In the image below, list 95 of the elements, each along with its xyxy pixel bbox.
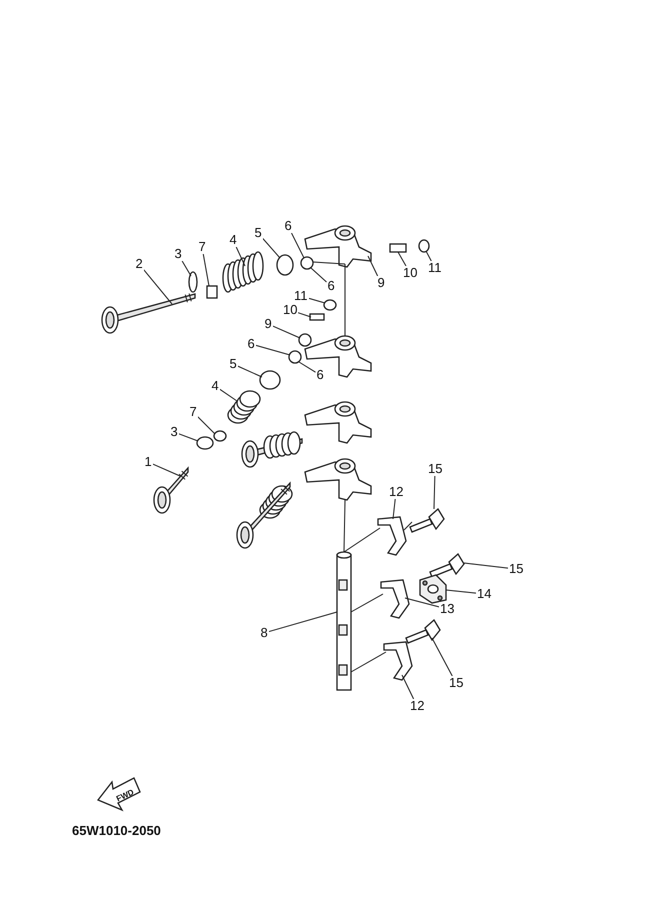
assembly-line (344, 528, 380, 552)
leader-line (446, 590, 476, 594)
callout-number: 5 (228, 357, 238, 371)
valve-cotter (213, 430, 227, 442)
callout-number: 11 (427, 261, 442, 275)
leader-line (404, 598, 440, 608)
leader-line (308, 298, 326, 304)
rocker-arm (304, 458, 372, 501)
leader-line (432, 638, 453, 676)
callout-number: 12 (409, 699, 426, 713)
callout-number: 3 (174, 247, 183, 261)
callout-number: 7 (198, 240, 207, 254)
shaft-bracket (380, 579, 410, 619)
assembly-line (350, 652, 386, 672)
leader-line (402, 674, 414, 700)
valve-spring (227, 390, 261, 424)
callout-number: 9 (376, 276, 386, 290)
bolt (405, 619, 441, 644)
plate (419, 574, 447, 604)
leader-line (262, 238, 280, 258)
leader-line (291, 232, 304, 258)
spring-retainer (259, 370, 281, 390)
callout-number: 6 (326, 279, 336, 293)
callout-number: 7 (188, 405, 198, 419)
bolt (409, 508, 445, 533)
leader-line (368, 256, 378, 276)
direction-label: FWD (114, 788, 136, 804)
valve-cap (288, 350, 302, 364)
leader-line (268, 612, 338, 632)
callout-number: 4 (228, 233, 238, 247)
leader-line (237, 366, 262, 378)
leader-line (152, 463, 180, 476)
valve-spring (222, 251, 264, 293)
leader-line (426, 250, 432, 262)
callout-number: 1 (144, 455, 153, 469)
leader-line (182, 260, 192, 276)
leader-line (197, 416, 216, 434)
callout-number: 10 (282, 303, 298, 317)
washer (188, 271, 198, 293)
leader-line (219, 388, 238, 402)
rocker-arm (304, 225, 372, 268)
callout-number: 14 (476, 587, 492, 601)
callout-number: 6 (316, 368, 325, 382)
callout-number: 3 (170, 425, 179, 439)
callout-number: 12 (388, 485, 404, 499)
leader-line (464, 562, 508, 569)
callout-number: 6 (246, 337, 256, 351)
assembly-line (344, 500, 346, 552)
adjusting-screw (309, 313, 325, 321)
rocker-arm (298, 333, 372, 378)
leader-line (398, 252, 406, 266)
part-number-label: 65W1010-2050 (72, 823, 161, 838)
assembly-line (344, 264, 346, 336)
callout-number: 10 (402, 266, 418, 280)
callout-number: 15 (427, 462, 444, 476)
adjusting-screw (389, 243, 407, 253)
shaft-bracket (383, 641, 413, 681)
leader-line (298, 312, 312, 318)
leader-line (255, 344, 290, 356)
lock-nut (418, 239, 430, 253)
callout-number: 15 (508, 562, 524, 576)
leader-line (310, 268, 327, 282)
valve-spring (263, 431, 301, 459)
leader-line (178, 433, 198, 442)
lock-nut (323, 299, 337, 311)
rocker-arm (304, 401, 372, 444)
callout-number: 9 (264, 317, 273, 331)
assembly-line (312, 262, 346, 264)
bolt (429, 553, 465, 578)
callout-number: 13 (439, 602, 456, 616)
rocker-shaft (336, 551, 352, 691)
washer (196, 436, 214, 450)
shaft-bracket (377, 516, 407, 556)
leader-line (143, 268, 172, 304)
callout-number: 5 (254, 226, 263, 240)
callout-number: 4 (210, 379, 220, 393)
valve (236, 481, 291, 549)
callout-number: 2 (134, 257, 144, 271)
assembly-line (404, 522, 412, 530)
leader-line (272, 325, 300, 338)
valve-cotter (206, 285, 218, 299)
leader-line (298, 362, 316, 373)
valve-cap (300, 256, 314, 270)
assembly-line (350, 594, 384, 612)
leader-line (202, 254, 210, 286)
valve (153, 466, 189, 514)
leader-line (236, 246, 246, 266)
leader-line (434, 476, 436, 510)
leader-line (392, 498, 396, 520)
callout-number: 11 (293, 289, 308, 303)
spring-retainer (276, 254, 294, 276)
callout-number: 8 (260, 626, 269, 640)
valve (101, 293, 196, 334)
callout-number: 15 (448, 676, 464, 690)
callout-number: 6 (284, 219, 293, 233)
